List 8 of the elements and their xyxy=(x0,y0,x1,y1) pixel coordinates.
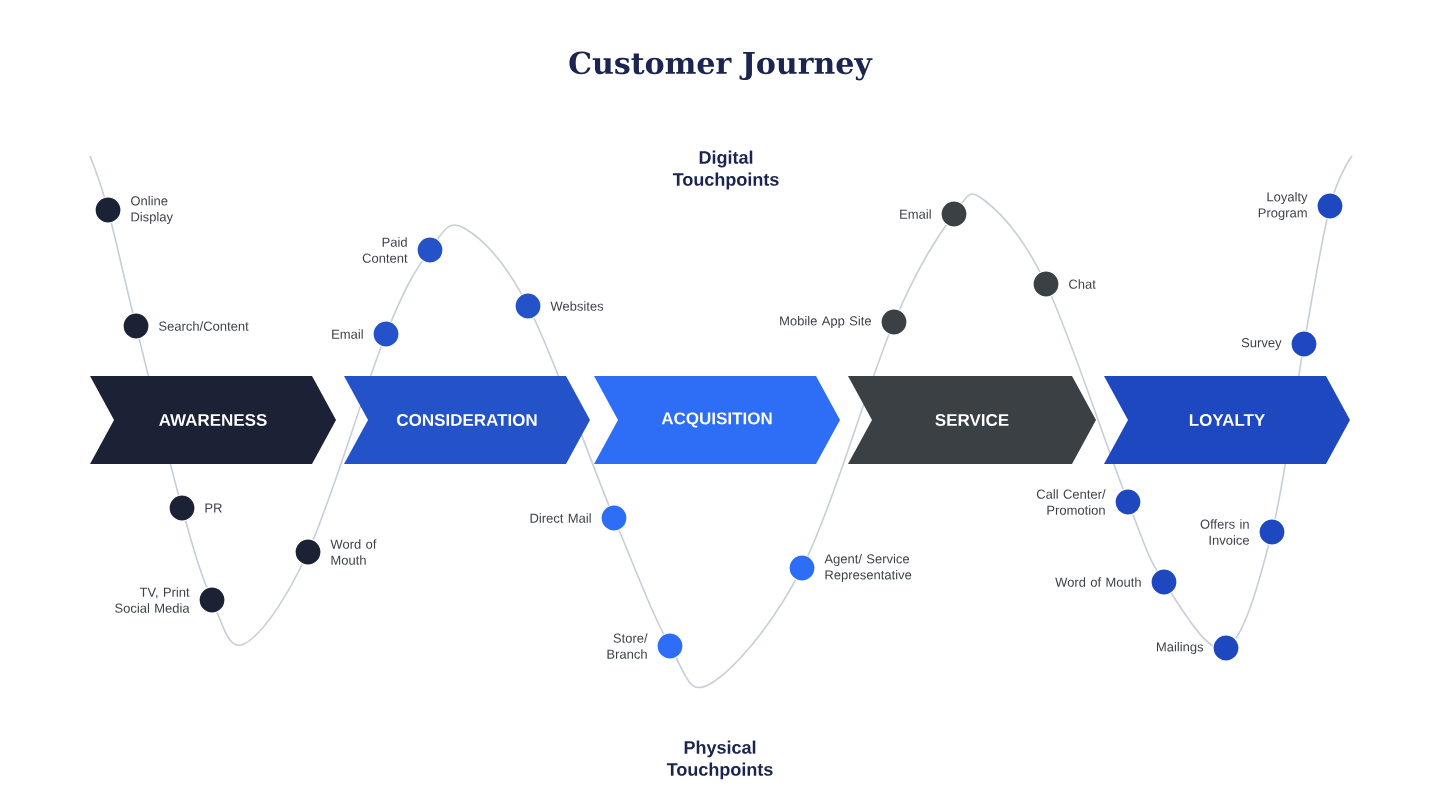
title: Customer Journey xyxy=(569,51,873,81)
section-label: Digital Touchpoints xyxy=(672,150,779,190)
stage-banner: LOYALTY xyxy=(1104,376,1350,464)
stage-banner: SERVICE xyxy=(848,376,1096,464)
stage-banner: AWARENESS xyxy=(90,376,336,464)
stage-banner: ACQUISITION xyxy=(594,376,840,464)
stage-banner: CONSIDERATION xyxy=(344,376,590,464)
section-label: Physical Touchpoints xyxy=(666,740,773,780)
